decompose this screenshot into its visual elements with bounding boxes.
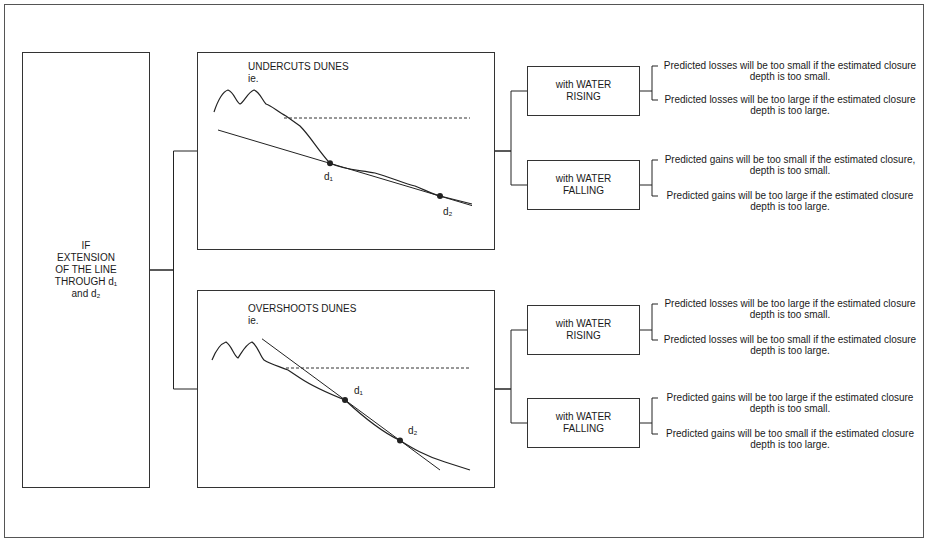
bracket	[640, 398, 658, 434]
box-text: with WATER RISING	[548, 79, 620, 103]
prediction-note: Predicted gains will be too large if the…	[662, 190, 918, 212]
survey-point	[327, 160, 333, 166]
outer-frame	[5, 5, 924, 538]
illustration-title: UNDERCUTS DUNES ie.	[248, 61, 354, 85]
bracket	[640, 66, 658, 100]
bracket	[640, 304, 658, 340]
condition-box: with WATER FALLING	[527, 398, 640, 448]
condition-box: with WATER FALLING	[527, 160, 640, 210]
branch-connector	[495, 389, 527, 423]
water-level	[284, 118, 470, 119]
extension-line	[218, 130, 472, 206]
condition-box: with WATER RISING	[527, 305, 640, 355]
prediction-note: Predicted gains will be too small if the…	[662, 154, 918, 176]
point-label: d₁	[354, 385, 374, 397]
illustration-title: OVERSHOOTS DUNES ie.	[248, 303, 362, 327]
survey-point	[437, 193, 443, 199]
extension-line	[262, 339, 440, 470]
water-level	[286, 368, 470, 369]
condition-box: with WATER RISING	[527, 66, 640, 116]
branch-connector	[150, 151, 197, 270]
branch-connector	[495, 330, 527, 389]
prediction-note: Predicted losses will be too small if th…	[662, 334, 918, 356]
box-text: with WATER RISING	[548, 318, 620, 342]
box-text: with WATER FALLING	[548, 173, 620, 197]
prediction-note: Predicted losses will be too large if th…	[662, 298, 918, 320]
prediction-note: Predicted gains will be too small if the…	[662, 428, 918, 450]
point-label: d₁	[324, 171, 344, 183]
undercut-illustration	[214, 90, 472, 206]
condition-box: IF EXTENSION OF THE LINE THROUGH d₁ and …	[22, 52, 150, 488]
beach-profile	[212, 342, 470, 470]
illustration-box: UNDERCUTS DUNES ie. d₁ d₂	[197, 52, 495, 250]
prediction-note: Predicted losses will be too large if th…	[662, 94, 918, 116]
overshoot-illustration	[212, 339, 470, 470]
survey-point	[397, 438, 403, 444]
box-text: with WATER FALLING	[548, 411, 620, 435]
point-label: d₂	[408, 425, 428, 437]
bracket	[640, 160, 658, 196]
beach-profile	[214, 90, 472, 204]
survey-point	[342, 397, 348, 403]
prediction-note: Predicted losses will be too small if th…	[662, 60, 918, 82]
branch-connector	[150, 270, 197, 389]
branch-connector	[495, 151, 527, 185]
illustration-box: OVERSHOOTS DUNES ie. d₁ d₂	[197, 290, 495, 488]
box-text: IF EXTENSION OF THE LINE THROUGH d₁ and …	[55, 240, 118, 300]
branch-connector	[495, 91, 527, 151]
prediction-note: Predicted gains will be too large if the…	[662, 392, 918, 414]
point-label: d₂	[443, 206, 463, 218]
